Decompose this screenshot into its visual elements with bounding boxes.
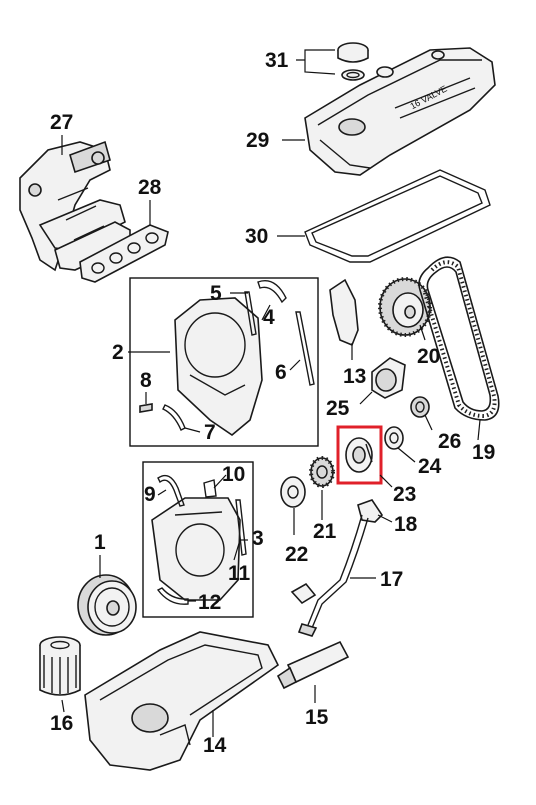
oil-filler-cap — [337, 42, 369, 81]
upper-timing-cover — [174, 297, 263, 437]
label-23: 23 — [393, 483, 417, 506]
idler-pulley-23 — [345, 437, 373, 473]
label-3: 3 — [252, 527, 264, 550]
gasket-11 — [235, 499, 247, 556]
label-24: 24 — [418, 455, 442, 478]
label-8: 8 — [140, 369, 152, 392]
label-15: 15 — [305, 706, 329, 729]
label-11: 11 — [228, 562, 251, 585]
bolt-8 — [139, 403, 153, 413]
idler-pulley-26 — [410, 396, 430, 418]
belt-tensioner — [371, 357, 406, 399]
label-26: 26 — [438, 430, 462, 453]
crank-flange — [280, 476, 306, 508]
label-25: 25 — [326, 397, 350, 420]
gasket-6 — [295, 311, 315, 386]
label-1: 1 — [94, 531, 106, 554]
label-6: 6 — [275, 361, 287, 384]
gasket-7 — [162, 404, 186, 431]
label-20: 20 — [417, 345, 441, 368]
label-5: 5 — [210, 282, 222, 305]
label-30: 30 — [245, 225, 269, 248]
label-7: 7 — [204, 421, 216, 444]
oil-pan — [84, 631, 280, 771]
label-9: 9 — [144, 483, 156, 506]
label-2: 2 — [112, 341, 124, 364]
rear-timing-cover — [329, 278, 359, 347]
camshaft-sprocket — [378, 277, 432, 337]
label-27: 27 — [50, 111, 74, 134]
oil-pickup-tube — [290, 514, 369, 637]
label-19: 19 — [472, 441, 496, 464]
label-13: 13 — [343, 365, 367, 388]
label-16: 16 — [50, 712, 74, 735]
intake-manifold — [19, 140, 131, 272]
crankshaft-sprocket — [309, 456, 335, 488]
gasket-10 — [203, 479, 217, 498]
label-14: 14 — [203, 734, 227, 757]
gasket-12 — [156, 587, 189, 605]
group-box-upper — [129, 277, 319, 447]
lower-timing-cover — [151, 497, 241, 601]
gasket-5 — [257, 280, 287, 304]
group-box-lower — [142, 461, 254, 618]
label-22: 22 — [285, 543, 309, 566]
crankshaft-pulley — [77, 574, 137, 636]
sealant-tube — [276, 640, 350, 690]
highlight-box-part-23 — [336, 425, 383, 485]
label-31: 31 — [265, 49, 289, 72]
intake-gasket — [79, 224, 169, 283]
gasket-4 — [244, 291, 257, 336]
label-21: 21 — [313, 520, 337, 543]
label-17: 17 — [380, 568, 404, 591]
label-12: 12 — [198, 591, 222, 614]
timing-belt — [418, 256, 500, 421]
label-4: 4 — [263, 306, 275, 329]
oil-filter — [39, 636, 81, 696]
valve-cover: 16 VALVE — [304, 47, 496, 176]
label-10: 10 — [222, 463, 246, 486]
label-18: 18 — [394, 513, 418, 536]
washer-24 — [384, 426, 404, 450]
valve-cover-gasket — [304, 169, 491, 263]
leader-lines — [61, 49, 481, 737]
gasket-9 — [157, 474, 185, 507]
label-29: 29 — [246, 129, 270, 152]
label-28: 28 — [138, 176, 162, 199]
